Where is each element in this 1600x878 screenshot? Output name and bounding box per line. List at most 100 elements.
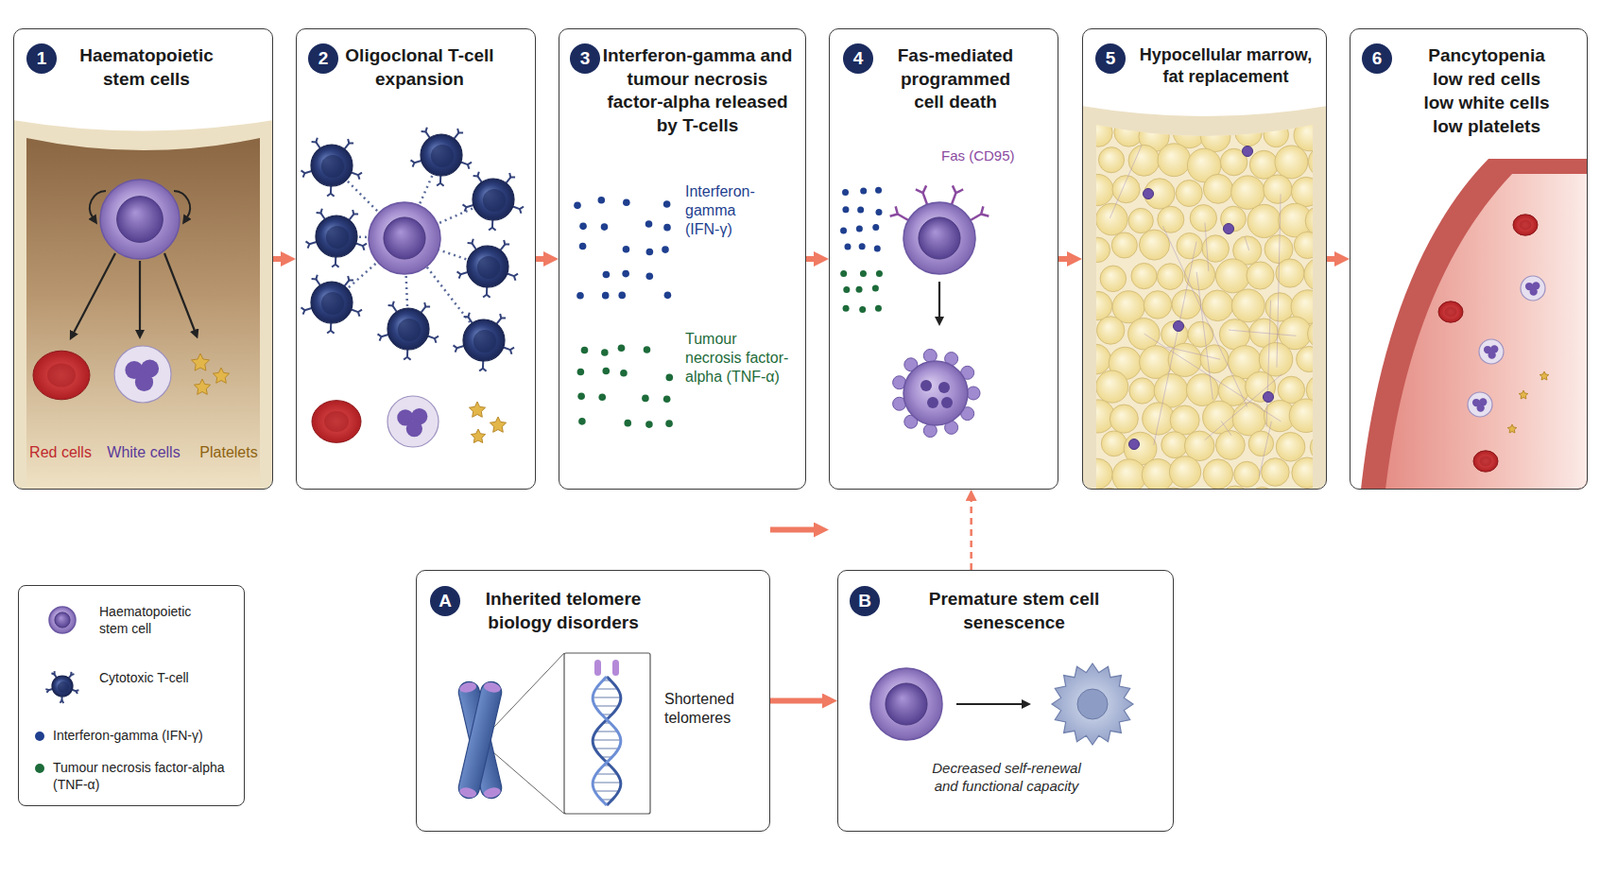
fat-cell xyxy=(1289,398,1323,432)
t-cell-receptor-tip xyxy=(473,172,480,177)
t-cell-body xyxy=(315,215,358,258)
t-cell-receptor-tip xyxy=(358,172,362,180)
t-cell-receptor-tip xyxy=(301,170,306,177)
fat-cell xyxy=(1261,458,1291,487)
t-cell-receptor-tip xyxy=(499,313,506,319)
fat-cell xyxy=(1231,289,1265,323)
t-cell-receptor-tip xyxy=(306,240,310,248)
cell-nucleus xyxy=(918,217,961,259)
fat-cell xyxy=(1111,232,1137,259)
fas-receptor-tip xyxy=(952,185,964,193)
telomere-cap xyxy=(482,681,502,695)
flow-arrow xyxy=(770,527,816,534)
fat-cell xyxy=(1083,291,1112,320)
t-cell-nucleus xyxy=(57,681,69,693)
t-cell-receptor-tip xyxy=(424,302,431,308)
senescence-illustration xyxy=(870,663,1134,745)
zoom-box xyxy=(564,653,651,814)
t-cell-receptor-tip xyxy=(326,330,334,334)
tnf-alpha-molecule xyxy=(601,348,609,357)
interferon-gamma-molecule xyxy=(645,272,654,280)
fat-cell xyxy=(1203,459,1233,489)
legend-text: Tumour necrosis factor-alpha (TNF-α) xyxy=(52,759,238,793)
dna-base-pair xyxy=(594,790,620,792)
process-panel: 3Interferon-gamma and tumour necrosis fa… xyxy=(558,28,807,490)
t-cell-body xyxy=(387,308,430,350)
interferon-gamma-molecule xyxy=(840,227,847,235)
fat-cell xyxy=(1304,258,1326,292)
dna-base-pair xyxy=(594,747,620,750)
t-cell-receptor-tip xyxy=(421,127,428,133)
tnf-alpha-molecule xyxy=(665,419,673,428)
cell-membrane xyxy=(903,202,976,275)
red-cell-centre xyxy=(324,411,349,432)
interferon-gamma-molecule xyxy=(579,242,587,251)
interferon-gamma-molecule xyxy=(872,223,879,231)
tnf-alpha-molecule xyxy=(843,305,850,312)
panel-title: low platelets xyxy=(1392,115,1582,139)
fat-cell xyxy=(1156,263,1184,291)
platelet xyxy=(1539,371,1549,380)
fat-cell xyxy=(1234,461,1260,487)
cell-nucleus xyxy=(117,196,164,243)
fat-cell xyxy=(1231,175,1265,209)
red-cell xyxy=(1473,450,1498,472)
cell-membrane xyxy=(870,668,943,740)
interferon-gamma-molecule xyxy=(842,206,849,213)
self-renewal-arrow xyxy=(89,190,106,218)
tnf-alpha-molecule xyxy=(875,305,882,312)
fat-cell xyxy=(1189,205,1217,232)
interferon-gamma-molecule xyxy=(646,248,654,257)
t-cell-receptor-tip xyxy=(311,137,318,143)
fat-cell xyxy=(1220,485,1251,489)
panel-title: Hypocellular marrow, fat replacement xyxy=(1131,44,1321,89)
stromal-fibre xyxy=(1221,420,1232,435)
fat-cell xyxy=(1245,371,1276,402)
stem-cell xyxy=(903,202,976,275)
t-cell-nucleus xyxy=(477,256,500,279)
stromal-fibre xyxy=(1167,346,1222,360)
arrow xyxy=(956,703,1023,706)
t-cell-receptor-tip xyxy=(467,239,474,244)
blood-vessel-illustration xyxy=(1360,158,1587,489)
t-cell-nucleus xyxy=(326,225,349,249)
fat-cell xyxy=(1159,487,1188,489)
process-panel: 2Oligoclonal T-cell expansion xyxy=(295,28,536,490)
panel-title: Inherited telomere biology disorders xyxy=(473,587,654,635)
dna-base-pair xyxy=(595,688,619,690)
legend-text: Cytotoxic T-cell xyxy=(99,670,194,688)
fas-receptor xyxy=(923,192,928,205)
fat-cell xyxy=(1291,457,1323,488)
callout-number: 3 xyxy=(569,43,601,74)
cause-panel: BPremature stem cell senescenceDecreased… xyxy=(837,569,1174,832)
white-cell-body xyxy=(1467,392,1493,417)
panel-label: Tumour necrosis factor- alpha (TNF-α) xyxy=(685,329,792,387)
residual-cell xyxy=(1143,189,1154,200)
fat-cell xyxy=(1083,119,1113,148)
fat-cell xyxy=(1215,258,1250,293)
tnf-alpha-molecule xyxy=(856,286,863,293)
t-cell-receptor-tip xyxy=(457,128,464,134)
stem-cell xyxy=(870,668,943,740)
dashed-connector xyxy=(969,499,973,570)
interferon-gamma-molecule xyxy=(874,244,881,252)
white-cell-nucleus-lobe xyxy=(406,420,423,437)
fas-receptor-tip xyxy=(915,185,927,193)
residual-cell xyxy=(1173,321,1185,332)
t-cell-receptor-tip xyxy=(514,274,518,281)
fat-cell xyxy=(1084,237,1110,262)
fat-cell xyxy=(1235,119,1262,146)
fas-receptor-tip xyxy=(890,206,898,216)
tnf-alpha-molecule xyxy=(666,374,674,382)
stromal-fibre xyxy=(1266,300,1271,428)
cytokine-illustration xyxy=(573,196,673,429)
t-cell xyxy=(411,127,472,187)
interferon-gamma-molecule xyxy=(860,187,867,194)
red-cell-body xyxy=(1513,214,1538,236)
fat-cell xyxy=(1247,204,1281,238)
bone-marrow xyxy=(26,137,260,489)
white-cell-nucleus-lobe xyxy=(1476,403,1484,412)
tnf-alpha-molecule xyxy=(872,285,879,293)
fat-cell xyxy=(1139,345,1173,379)
vessel-wall xyxy=(1360,158,1587,489)
